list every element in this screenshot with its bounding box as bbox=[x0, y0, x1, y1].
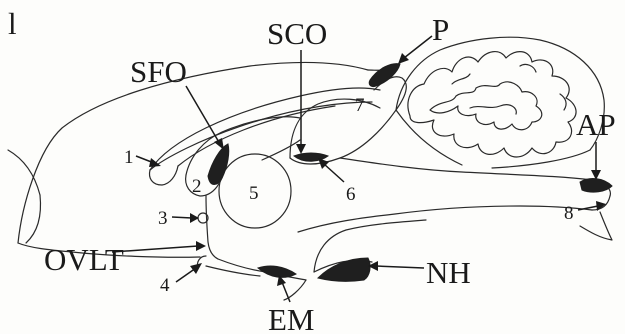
number-3: 3 bbox=[158, 208, 168, 229]
label-ap: AP bbox=[576, 107, 616, 142]
number-7: 7 bbox=[355, 95, 365, 116]
arrow-3 bbox=[172, 217, 192, 218]
arrow-3-head bbox=[190, 213, 199, 223]
ap-organ bbox=[580, 179, 612, 193]
label-ovlt: OVLT bbox=[44, 242, 124, 277]
number-6: 6 bbox=[346, 184, 356, 205]
label-em: EM bbox=[268, 302, 315, 334]
arrow-ovlt-head bbox=[196, 241, 206, 251]
label-sfo: SFO bbox=[130, 54, 187, 89]
number-1: 1 bbox=[124, 147, 134, 168]
arrow-ovlt bbox=[112, 246, 198, 252]
circumventricular-organs bbox=[198, 64, 612, 282]
cerebellum-folia bbox=[408, 52, 576, 157]
number-4: 4 bbox=[160, 275, 170, 296]
arrow-4 bbox=[176, 268, 196, 282]
label-nh: NH bbox=[426, 255, 471, 290]
arrow-sfo-head bbox=[214, 138, 224, 150]
arrow-sco-head bbox=[296, 144, 306, 154]
arrow-4-head bbox=[190, 263, 202, 274]
sfo-organ bbox=[208, 144, 229, 185]
arrow-nh bbox=[376, 266, 424, 268]
organ-labels: SFO SCO P AP OVLT NH EM bbox=[44, 12, 616, 334]
number-8: 8 bbox=[564, 203, 574, 224]
label-sco: SCO bbox=[267, 16, 327, 51]
arrow-6 bbox=[324, 164, 344, 182]
pineal-organ bbox=[369, 64, 400, 87]
number-2: 2 bbox=[192, 176, 202, 197]
label-p: P bbox=[432, 12, 449, 47]
arrow-p bbox=[404, 36, 432, 58]
panel-label: l bbox=[8, 6, 17, 41]
number-5: 5 bbox=[249, 183, 259, 204]
em-organ bbox=[258, 266, 296, 277]
nh-organ bbox=[318, 258, 370, 281]
